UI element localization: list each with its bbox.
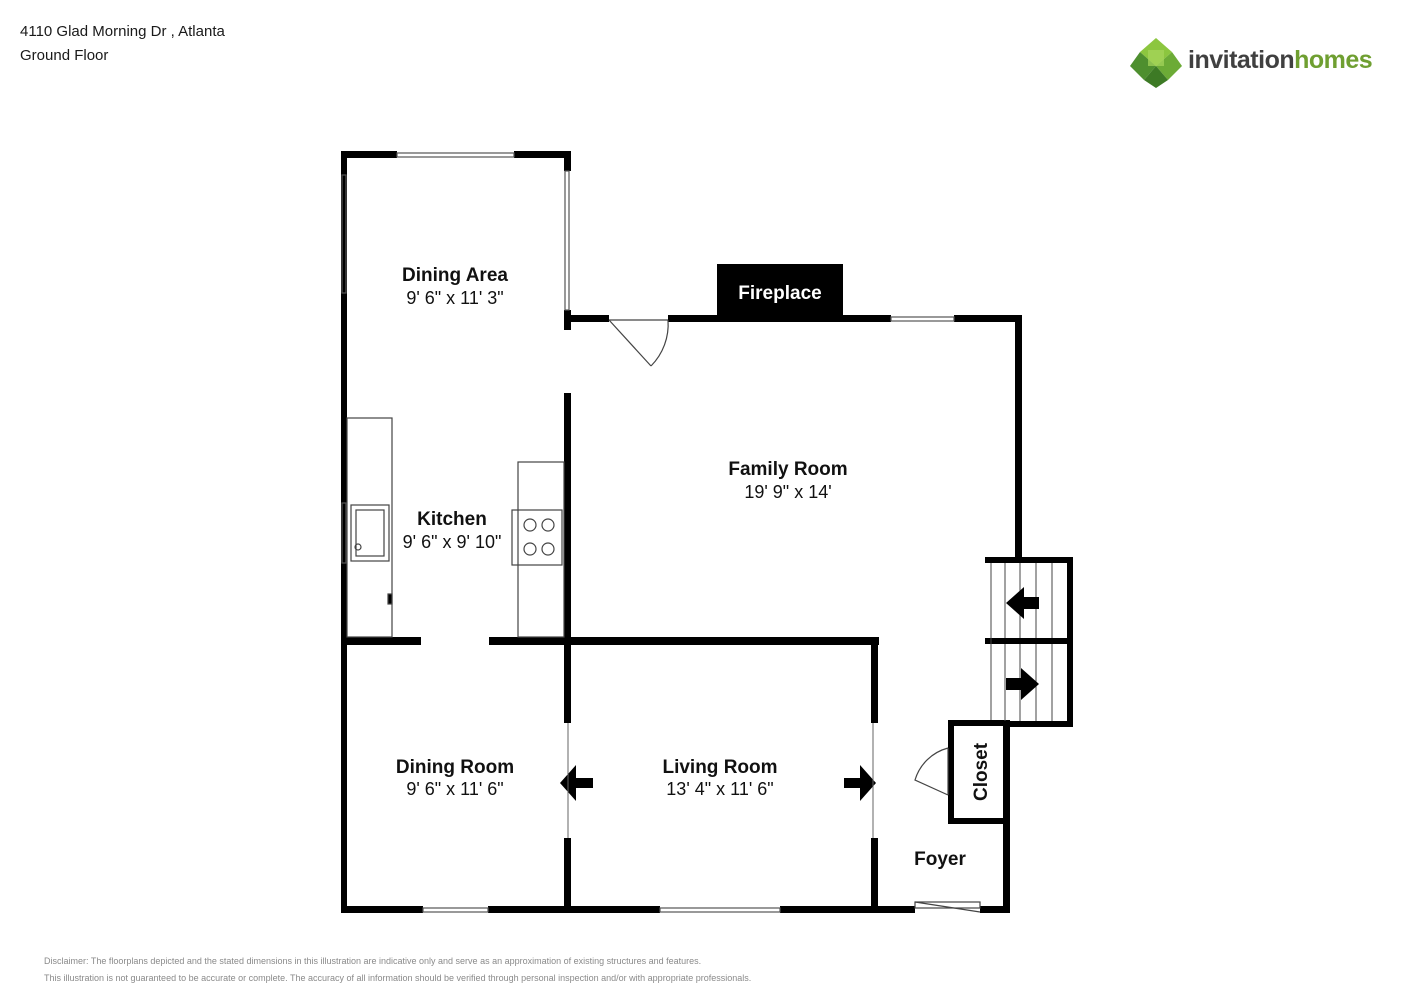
room-dims-dining-area: 9' 6" x 11' 3"	[406, 288, 503, 308]
room-dims-family-room: 19' 9" x 14'	[744, 482, 831, 502]
room-dims-kitchen: 9' 6" x 9' 10"	[403, 532, 502, 552]
room-label-family-room: Family Room	[728, 459, 847, 480]
stair-arrow-left-icon	[1006, 587, 1039, 619]
floor-label: Ground Floor	[20, 47, 109, 64]
arrow-left-icon	[560, 765, 593, 801]
room-label-dining-room: Dining Room	[396, 757, 514, 778]
invitation-homes-logo: invitationhomes	[1128, 36, 1388, 90]
windows	[341, 152, 955, 913]
arrow-right-icon	[844, 765, 876, 801]
arrows	[560, 587, 1039, 801]
room-dims-living-room: 13' 4" x 11' 6"	[666, 779, 773, 799]
door-swing	[608, 319, 981, 913]
room-label-kitchen: Kitchen	[417, 509, 487, 530]
stair-arrow-right-icon	[1006, 668, 1039, 700]
property-header: 4110 Glad Morning Dr , Atlanta Ground Fl…	[20, 20, 225, 68]
disclaimer-line-1: Disclaimer: The floorplans depicted and …	[44, 956, 702, 966]
fireplace-label: Fireplace	[738, 283, 821, 304]
logo-mark-icon	[1130, 38, 1182, 88]
logo-word-homes: homes	[1294, 46, 1373, 74]
room-label-dining-area: Dining Area	[402, 265, 508, 286]
stove-icon	[511, 509, 563, 566]
logo-wordmark: invitationhomes	[1188, 46, 1373, 75]
room-label-closet: Closet	[971, 742, 992, 801]
room-dims-dining-room: 9' 6" x 11' 6"	[406, 779, 503, 799]
room-label-foyer: Foyer	[914, 849, 966, 870]
property-address: 4110 Glad Morning Dr , Atlanta	[20, 23, 225, 40]
fireplace	[717, 264, 843, 322]
disclaimer: Disclaimer: The floorplans depicted and …	[44, 953, 751, 987]
kitchen-counters	[346, 417, 565, 638]
walls	[341, 151, 1073, 913]
sink-icon	[350, 504, 390, 562]
room-label-living-room: Living Room	[662, 757, 777, 778]
logo-word-invitation: invitation	[1188, 46, 1295, 74]
disclaimer-line-2: This illustration is not guaranteed to b…	[44, 973, 752, 983]
stairs	[990, 563, 1053, 721]
